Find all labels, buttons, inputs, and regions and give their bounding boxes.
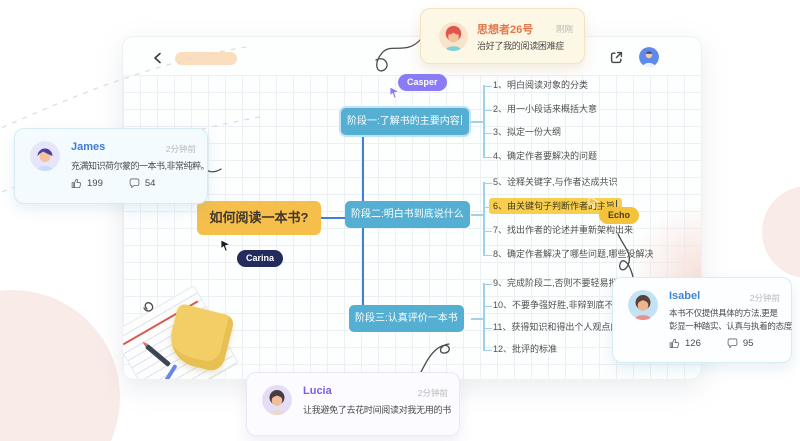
connector-stage2-stub [471, 214, 485, 216]
mindmap-item-4[interactable]: 4、确定作者要解决的问题 [493, 151, 598, 161]
lucia-avatar [262, 385, 292, 415]
thinker-avatar [439, 22, 468, 51]
mindmap-item-9[interactable]: 9、完成阶段二,否则不要轻易批评 [493, 278, 627, 288]
back-button[interactable] [149, 49, 167, 67]
comment-bubble-icon [727, 338, 738, 348]
tick-2 [483, 109, 492, 111]
decoration-pink-blob-right [762, 186, 800, 278]
mindmap-item-3[interactable]: 3、拟定一份大纲 [493, 127, 562, 137]
open-external-icon [610, 51, 622, 63]
commenter-name: Lucia [303, 385, 332, 397]
decoration-pink-blob-left [0, 290, 120, 441]
comment-time: 2分钟前 [749, 293, 780, 303]
comment-time: 2分钟前 [417, 388, 448, 398]
tick-5 [483, 182, 492, 184]
comment-bubble-icon [129, 178, 140, 188]
branch-bracket-2 [483, 182, 485, 256]
stage-node-3[interactable]: 阶段三:认真评价一本书 [349, 305, 464, 332]
comment-text-line-1: 本书不仅提供具体的方法,更是 [669, 308, 778, 318]
comment-reactions: 199 54 [71, 178, 155, 189]
casper-cursor-icon [389, 86, 400, 99]
tick-11 [483, 327, 492, 329]
root-node[interactable]: 如何阅读一本书? [197, 201, 321, 235]
reply-count: 54 [144, 178, 156, 189]
comment-text: 治好了我的阅读困难症 [477, 41, 565, 51]
commenter-name: 思想者26号 [477, 24, 534, 36]
tick-8 [483, 254, 492, 256]
mindmap-item-7[interactable]: 7、找出作者的论述并重新架构出来 [493, 225, 634, 235]
connector-root [321, 217, 363, 219]
thumbs-up-icon [669, 338, 679, 349]
tick-9 [483, 283, 492, 285]
reply-count: 95 [742, 338, 754, 349]
tick-4 [483, 156, 492, 158]
mindmap-item-8[interactable]: 8、确定作者解决了哪些问题,哪些没解决 [493, 249, 654, 259]
comment-time: 刚刚 [555, 24, 573, 34]
stage-1-text-cursor [460, 115, 463, 125]
thumbs-up-icon [71, 178, 81, 189]
like-count: 126 [685, 338, 701, 349]
isabel-avatar [628, 290, 658, 320]
share-button[interactable] [607, 48, 625, 66]
user-avatar-icon [639, 47, 659, 67]
stage-1-label: 阶段一:了解书的主要内容 [347, 116, 460, 127]
tick-10 [483, 305, 492, 307]
mindmap-item-5[interactable]: 5、诠释关键字,与作者达成共识 [493, 177, 618, 187]
tick-12 [483, 349, 492, 351]
stage-node-1[interactable]: 阶段一:了解书的主要内容 [341, 108, 469, 135]
like-count: 199 [87, 178, 103, 189]
reply-button[interactable]: 54 [129, 178, 156, 189]
chevron-left-icon [154, 52, 161, 64]
comment-text: 充满知识荷尔蒙的一本书,非常纯粹。 [71, 161, 210, 171]
tick-1 [483, 85, 492, 87]
commenter-name: Isabel [669, 290, 701, 302]
stage-2-label: 阶段二:明白书到底说什么 [351, 209, 464, 220]
mindmap-item-6-text: 6、由关键句子判断作者的主旨 [493, 201, 616, 211]
reply-button[interactable]: 95 [727, 338, 754, 349]
mindmap-item-1[interactable]: 1、明白阅读对象的分类 [493, 80, 589, 90]
stage-3-label: 阶段三:认真评价一本书 [355, 313, 458, 324]
comment-time: 2分钟前 [165, 144, 196, 154]
comment-reactions: 126 95 [669, 338, 753, 349]
like-button[interactable]: 126 [669, 338, 701, 349]
mindmap-item-12[interactable]: 12、批评的标准 [493, 344, 558, 354]
james-avatar [30, 141, 60, 171]
board-title-placeholder[interactable] [175, 52, 237, 65]
comment-text: 让我避免了去花时间阅读对我无用的书 [303, 405, 451, 415]
comment-card-lucia[interactable]: Lucia 2分钟前 让我避免了去花时间阅读对我无用的书 [246, 372, 460, 436]
connector-stage1-stub [471, 121, 485, 123]
comment-text: 本书不仅提供具体的方法,更是 彰显一种踏实、认真与执着的态度 [669, 307, 792, 333]
collaborator-tag-echo: Echo [599, 207, 640, 224]
comment-text-line-2: 彰显一种踏实、认真与执着的态度 [669, 321, 793, 331]
comment-card-james[interactable]: James 2分钟前 充满知识荷尔蒙的一本书,非常纯粹。 199 54 [14, 128, 210, 204]
comment-card-isabel[interactable]: Isabel 2分钟前 本书不仅提供具体的方法,更是 彰显一种踏实、认真与执着的… [612, 277, 792, 363]
mindmap-item-2[interactable]: 2、用一小段话来概括大意 [493, 104, 598, 114]
branch-bracket-1 [483, 85, 485, 158]
like-button[interactable]: 199 [71, 178, 103, 189]
tick-6 [483, 206, 492, 208]
item-6-text-cursor [616, 200, 618, 210]
mindmap-item-10[interactable]: 10、不要争强好胜,非辩到底不可 [493, 300, 623, 310]
carina-cursor-icon [220, 239, 231, 252]
branch-bracket-3 [483, 283, 485, 351]
tick-3 [483, 132, 492, 134]
tick-7 [483, 230, 492, 232]
collaborator-tag-carina: Carina [237, 250, 284, 267]
comment-card-thinker[interactable]: 思想者26号 刚刚 治好了我的阅读困难症 [420, 8, 585, 64]
current-user-avatar[interactable] [639, 47, 659, 67]
echo-cursor-icon [588, 196, 599, 209]
mindmap-item-11[interactable]: 11、获得知识和得出个人观点的差异 [493, 322, 638, 332]
commenter-name: James [71, 141, 106, 153]
stage-node-2[interactable]: 阶段二:明白书到底说什么 [345, 201, 470, 228]
collaborator-tag-casper: Casper [398, 74, 447, 91]
connector-stage3-stub [471, 318, 485, 320]
